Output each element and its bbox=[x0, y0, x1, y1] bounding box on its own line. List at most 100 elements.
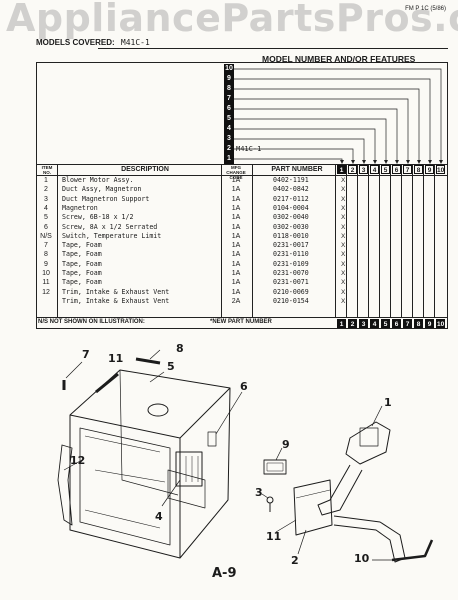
part-description: Tape, Foam bbox=[62, 278, 102, 287]
item-number: 2 bbox=[44, 186, 48, 194]
model-mark: X bbox=[341, 288, 346, 296]
callout-12: 12 bbox=[70, 454, 86, 467]
mfg-change-code: 2A bbox=[231, 297, 241, 305]
model-column-header: 2 bbox=[348, 165, 357, 174]
model-column-header: 5 bbox=[381, 165, 390, 174]
model-mark: X bbox=[341, 214, 346, 222]
col-rule bbox=[346, 164, 347, 318]
part-number: 0302-0040 bbox=[273, 213, 309, 222]
part-number: 0231-0109 bbox=[273, 259, 309, 268]
part-number: 0104-0004 bbox=[273, 203, 309, 212]
model-mark: X bbox=[341, 232, 346, 240]
part-description: Blower Motor Assy. bbox=[62, 176, 134, 184]
callout-11: 11 bbox=[266, 530, 282, 543]
model-column-header: 1 bbox=[337, 165, 346, 174]
callout-1: 1 bbox=[384, 396, 392, 409]
col-rule bbox=[401, 164, 402, 318]
feature-number: 6 bbox=[224, 104, 234, 114]
model-mark: X bbox=[341, 251, 346, 259]
duct-leg bbox=[333, 515, 406, 563]
header-top-rule bbox=[36, 164, 448, 165]
models-covered: MODELS COVERED: M41C-1 bbox=[36, 38, 150, 47]
part-description: Duct Magnetron Support bbox=[62, 194, 150, 203]
part-description: Tape, Foam bbox=[62, 241, 102, 250]
magnetron bbox=[175, 451, 203, 487]
item-number: 5 bbox=[44, 214, 48, 222]
table-row: 11 Tape, Foam 1A 0231-0071 X bbox=[36, 278, 448, 287]
callout-9: 9 bbox=[282, 438, 290, 451]
table-row: 7 Tape, Foam 1A 0231-0017 X bbox=[36, 241, 448, 250]
item-number: 8 bbox=[44, 251, 48, 259]
col-rule bbox=[357, 164, 358, 318]
part-description: Magnetron bbox=[62, 203, 98, 212]
part-description: Tape, Foam bbox=[62, 259, 102, 268]
model-mark: X bbox=[341, 279, 346, 287]
col-rule bbox=[57, 164, 58, 318]
feature-number: 4 bbox=[224, 124, 234, 134]
callout-3: 3 bbox=[255, 486, 263, 499]
feature-number: 1 bbox=[224, 154, 234, 164]
feature-number: 3 bbox=[224, 134, 234, 144]
table-right-border bbox=[447, 62, 448, 328]
mfg-change-code: 1A bbox=[231, 195, 241, 203]
new-part-note: *NEW PART NUMBER bbox=[210, 319, 272, 325]
part-number: 0217-0112 bbox=[273, 194, 309, 203]
col-rule bbox=[390, 164, 391, 318]
part-number: 0231-0017 bbox=[273, 241, 309, 250]
model-column-header: 4 bbox=[370, 165, 379, 174]
model-features-title: MODEL NUMBER AND/OR FEATURES bbox=[262, 54, 416, 64]
mfg-change-code: 1A bbox=[231, 204, 241, 212]
table-row: 6 Screw, 8A x 1/2 Serrated 1A 0302-0030 … bbox=[36, 223, 448, 232]
model-mark: X bbox=[341, 204, 346, 212]
model-column-header: 3 bbox=[359, 165, 368, 174]
mfg-change-code: 1A bbox=[231, 214, 241, 222]
model-column-header: 6 bbox=[392, 165, 401, 174]
part-description: Switch, Temperature Limit bbox=[62, 231, 162, 240]
part-number: 0402-1191 bbox=[273, 176, 309, 184]
model-mark: X bbox=[341, 260, 346, 268]
part-description: Tape, Foam bbox=[62, 250, 102, 259]
footer-model-column: 2 bbox=[348, 319, 357, 328]
model-column-header: 7 bbox=[403, 165, 412, 174]
col-part-header: PART NUMBER bbox=[271, 166, 323, 173]
page-number: A-9 bbox=[212, 566, 237, 581]
footer-model-column: 3 bbox=[359, 319, 368, 328]
col-item-header: ITEM NO. bbox=[41, 165, 53, 175]
footer-model-column: 9 bbox=[425, 319, 434, 328]
callout-4: 4 bbox=[155, 510, 163, 523]
part-number: 0231-0070 bbox=[273, 269, 309, 277]
table-row: Trim, Intake & Exhaust Vent 2A 0210-0154… bbox=[36, 297, 448, 306]
item-number: N/S bbox=[40, 232, 52, 240]
table-row: 10 Tape, Foam 1A 0231-0070 X bbox=[36, 269, 448, 278]
footer-model-column: 4 bbox=[370, 319, 379, 328]
model-mark: X bbox=[341, 186, 346, 194]
table-row: 3 Duct Magnetron Support 1A 0217-0112 X bbox=[36, 195, 448, 204]
callout-11-top: 11 bbox=[108, 352, 124, 365]
table-row: 1 Blower Motor Assy. 1A 0402-1191 X bbox=[36, 176, 448, 185]
feature-number: 9 bbox=[224, 74, 234, 84]
mfg-change-code: 1A bbox=[231, 279, 241, 287]
part-number: 0210-0069 bbox=[273, 287, 309, 296]
table-top-border bbox=[36, 62, 448, 63]
item-number: 12 bbox=[42, 288, 50, 296]
col-rule bbox=[335, 164, 336, 318]
col-rule bbox=[412, 164, 413, 318]
mfg-change-code: 1A bbox=[231, 232, 241, 240]
part-number: 0231-0110 bbox=[273, 250, 309, 259]
blower-motor bbox=[345, 421, 391, 465]
model-mark: X bbox=[341, 297, 346, 305]
callout-5: 5 bbox=[167, 360, 175, 373]
table-row: 2 Duct Assy, Magnetron 1A 0402-0842 X bbox=[36, 185, 448, 194]
model-mark: X bbox=[341, 242, 346, 250]
mfg-change-code: 1A bbox=[231, 177, 241, 184]
model-column-header: 9 bbox=[425, 165, 434, 174]
item-number: 3 bbox=[44, 195, 48, 203]
cabinet-side bbox=[179, 387, 231, 559]
footer-model-column: 8 bbox=[414, 319, 423, 328]
model-column-header: 8 bbox=[414, 165, 423, 174]
part-number: 0118-0010 bbox=[273, 231, 309, 240]
model-mark: X bbox=[341, 270, 346, 277]
duct-assy bbox=[293, 479, 333, 536]
not-shown-note: N/S NOT SHOWN ON ILLUSTRATION: bbox=[38, 319, 145, 325]
item-number: 7 bbox=[44, 242, 48, 250]
